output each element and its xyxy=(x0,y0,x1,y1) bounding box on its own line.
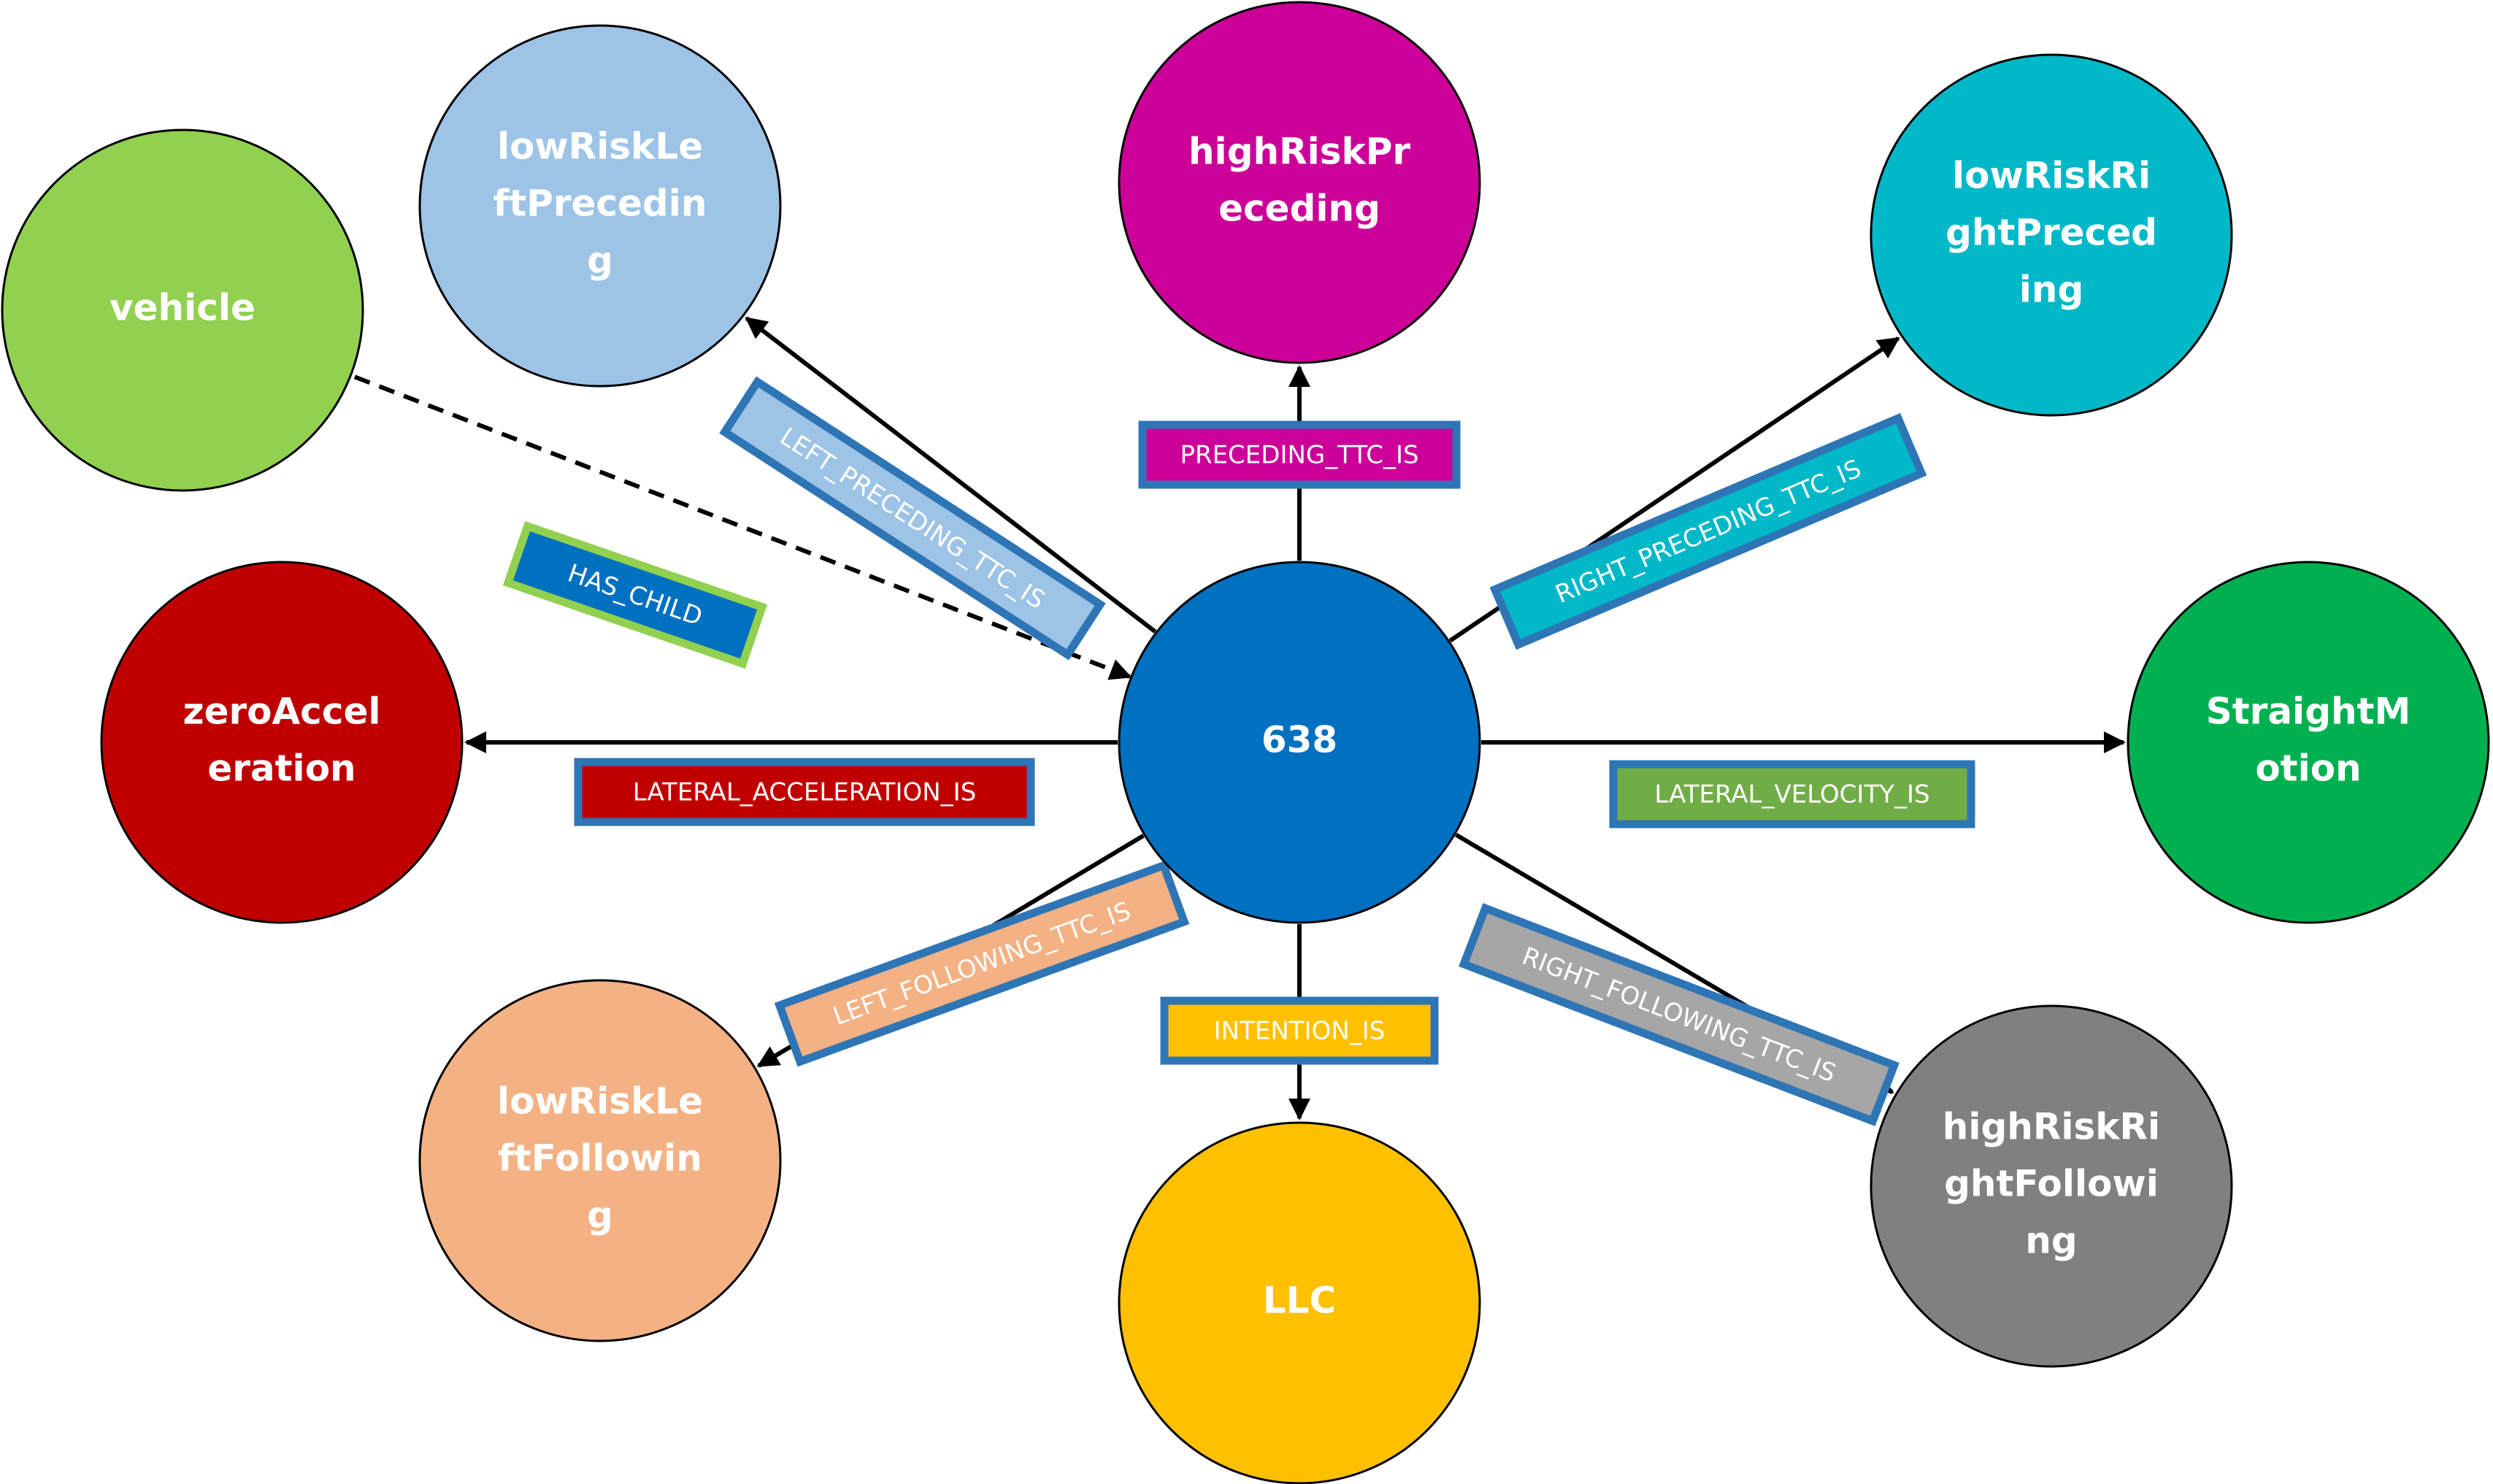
edge-label-lowRiskLeftFollowing: LEFT_FOLLOWING_TTC_IS xyxy=(774,860,1190,1067)
node-highRiskRightFollowing-circle xyxy=(1870,1004,2233,1368)
edge-label-box xyxy=(1609,760,1975,828)
node-zeroAcceleration-label-line: eration xyxy=(207,747,356,790)
edge-label-highRiskRightFollowing: RIGHT_FOLLOWING_TTC_IS xyxy=(1459,903,1899,1126)
node-highRiskRightFollowing-label-line: ghtFollowi xyxy=(1944,1163,2159,1205)
node-StraightMotion: StraightM otion xyxy=(2127,561,2490,924)
node-lowRiskLeftFollowing-label-line: lowRiskLe xyxy=(497,1080,703,1123)
node-highRiskPreceding: highRiskPr eceding xyxy=(1118,1,1481,364)
node-vehicle-label-line: vehicle xyxy=(110,287,256,329)
node-lowRiskLeftPreceding: lowRiskLe ftPrecedin g xyxy=(418,24,782,388)
edge-label-StraightMotion: LATERAL_VELOCITY_IS xyxy=(1609,760,1975,828)
edge-label-box xyxy=(1160,996,1439,1065)
node-highRiskRightFollowing-label-line: highRiskRi xyxy=(1943,1106,2160,1148)
node-highRiskPreceding-circle xyxy=(1118,1,1481,364)
edge-label-zeroAcceleration: LATERAL_ACCELERATION_IS xyxy=(574,758,1035,826)
node-lowRiskLeftPreceding-circle xyxy=(418,24,782,388)
edge-label-box xyxy=(574,758,1035,826)
edge-label-box xyxy=(1489,412,1927,650)
edge-label-text: PRECEDING_TTC_IS xyxy=(1180,441,1418,470)
node-lowRiskLeftFollowing: lowRiskLe ftFollowin g xyxy=(418,979,782,1342)
node-highRiskRightFollowing-label-line: ng xyxy=(2025,1220,2077,1262)
node-lowRiskLeftFollowing-label-line: g xyxy=(587,1194,613,1237)
node-highRiskPreceding-label-line: eceding xyxy=(1218,188,1380,230)
node-StraightMotion-label-line: otion xyxy=(2255,747,2361,790)
center-node-circle xyxy=(1118,561,1481,924)
node-lowRiskRightPreceding-label-line: lowRiskRi xyxy=(1952,155,2151,197)
node-zeroAcceleration: zeroAccel eration xyxy=(100,561,464,924)
node-LLC-circle xyxy=(1118,1121,1481,1484)
edge-label-text: LATERAL_ACCELERATION_IS xyxy=(633,778,977,807)
node-lowRiskRightPreceding: lowRiskRi ghtPreced ing xyxy=(1870,53,2233,417)
node-zeroAcceleration-circle xyxy=(100,561,464,924)
node-vehicle: vehicle xyxy=(1,128,364,492)
center-node: 638 xyxy=(1118,561,1481,924)
edge-label-highRiskPreceding: PRECEDING_TTC_IS xyxy=(1138,420,1461,489)
edge-lowRiskLeftPreceding xyxy=(745,316,1157,634)
node-lowRiskLeftFollowing-label-line: ftFollowin xyxy=(498,1137,702,1180)
node-LLC-label-line: LLC xyxy=(1263,1280,1336,1322)
edge-vehicle xyxy=(353,374,1132,680)
edge-label-text: LEFT_FOLLOWING_TTC_IS xyxy=(829,896,1134,1031)
node-zeroAcceleration-label-line: zeroAccel xyxy=(183,691,380,733)
edge-label-lowRiskRightPreceding: RIGHT_PRECEDING_TTC_IS xyxy=(1489,412,1927,650)
node-lowRiskRightPreceding-label-line: ing xyxy=(2019,269,2084,311)
node-highRiskRightFollowing: highRiskRi ghtFollowi ng xyxy=(1870,1004,2233,1368)
node-vehicle-circle xyxy=(1,128,364,492)
node-lowRiskRightPreceding-circle xyxy=(1870,53,2233,417)
edge-label-text: INTENTION_IS xyxy=(1214,1017,1386,1046)
node-lowRiskLeftFollowing-circle xyxy=(418,979,782,1342)
edge-label-LLC: INTENTION_IS xyxy=(1160,996,1439,1065)
node-lowRiskLeftPreceding-label-line: ftPrecedin xyxy=(493,182,707,225)
node-lowRiskLeftPreceding-label-line: g xyxy=(587,239,613,282)
edge-label-box xyxy=(719,376,1106,661)
edge-label-box xyxy=(502,520,768,669)
node-StraightMotion-label-line: StraightM xyxy=(2206,691,2411,733)
node-LLC: LLC xyxy=(1118,1121,1481,1484)
edge-label-text: LATERAL_VELOCITY_IS xyxy=(1654,780,1929,810)
edge-label-vehicle: HAS_CHILD xyxy=(502,520,768,669)
edge-label-text: RIGHT_FOLLOWING_TTC_IS xyxy=(1518,942,1840,1088)
edge-label-box xyxy=(774,860,1190,1067)
edge-label-box xyxy=(1459,903,1899,1126)
center-node-label-line: 638 xyxy=(1261,719,1337,761)
edge-label-box xyxy=(1138,420,1461,489)
node-lowRiskRightPreceding-label-line: ghtPreced xyxy=(1945,212,2157,254)
node-StraightMotion-circle xyxy=(2127,561,2490,924)
edge-label-lowRiskLeftPreceding: LEFT_PRECEDING_TTC_IS xyxy=(719,376,1106,661)
node-highRiskPreceding-label-line: highRiskPr xyxy=(1188,131,1410,173)
node-lowRiskLeftPreceding-label-line: lowRiskLe xyxy=(497,126,703,168)
edge-label-text: RIGHT_PRECEDING_TTC_IS xyxy=(1551,454,1865,610)
